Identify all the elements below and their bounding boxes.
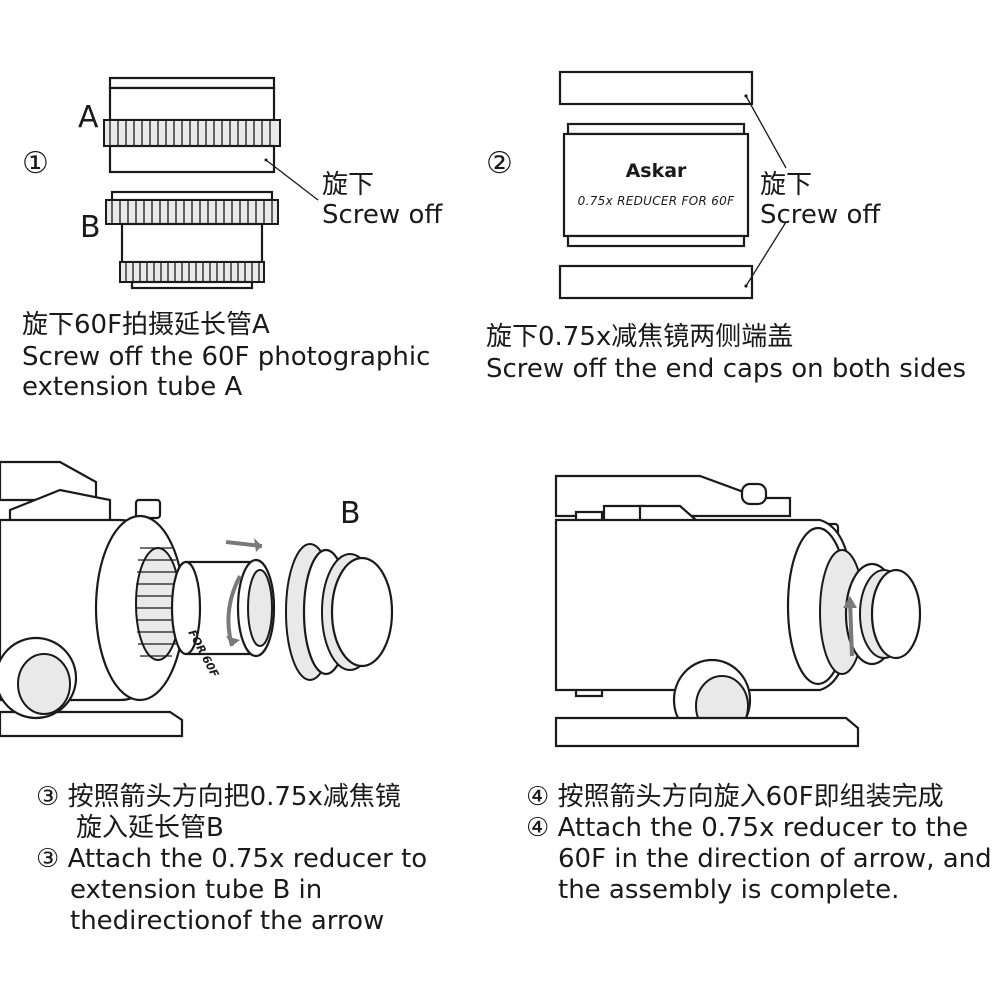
step2-caption-en: Screw off the end caps on both sides [486,354,967,384]
step1-label-b: B [80,210,101,245]
step2-action-cn: 旋下 [760,170,813,200]
reducer-brand: Askar [625,160,687,182]
step2-caption-cn: 旋下0.75x减焦镜两侧端盖 [486,322,794,352]
end-cap-top [558,70,754,106]
step1-caption-cn: 旋下60F拍摄延长管A [22,310,270,340]
step3-caption-en-3: thedirectionof the arrow [70,906,385,936]
end-cap-bottom [558,264,754,300]
step3-caption-cn-2: 旋入延长管B [76,813,224,843]
step1-number: ① [22,146,49,181]
step4-caption-en-1: ④ Attach the 0.75x reducer to the [526,813,969,843]
step4-caption-en-2: 60F in the direction of arrow, and [558,844,992,874]
step1-label-a: A [78,100,99,135]
step3-caption-cn-1: ③ 按照箭头方向把0.75x减焦镜 [36,782,401,812]
step1-caption-en-2: extension tube A [22,372,243,402]
step3-caption-en-1: ③ Attach the 0.75x reducer to [36,844,428,874]
step3-label-b: B [340,496,361,531]
step2-number: ② [486,146,513,181]
step3-caption-en-2: extension tube B in [70,875,323,905]
reducer-product-text: 0.75x REDUCER FOR 60F [577,194,735,208]
step2-action-en: Screw off [760,200,881,230]
step1-action-en: Screw off [322,200,443,230]
step1-action-cn: 旋下 [322,170,375,200]
step1-caption-en-1: Screw off the 60F photographic [22,342,431,372]
step4-caption-cn: ④ 按照箭头方向旋入60F即组装完成 [526,782,944,812]
step4-caption-en-3: the assembly is complete. [558,875,900,905]
